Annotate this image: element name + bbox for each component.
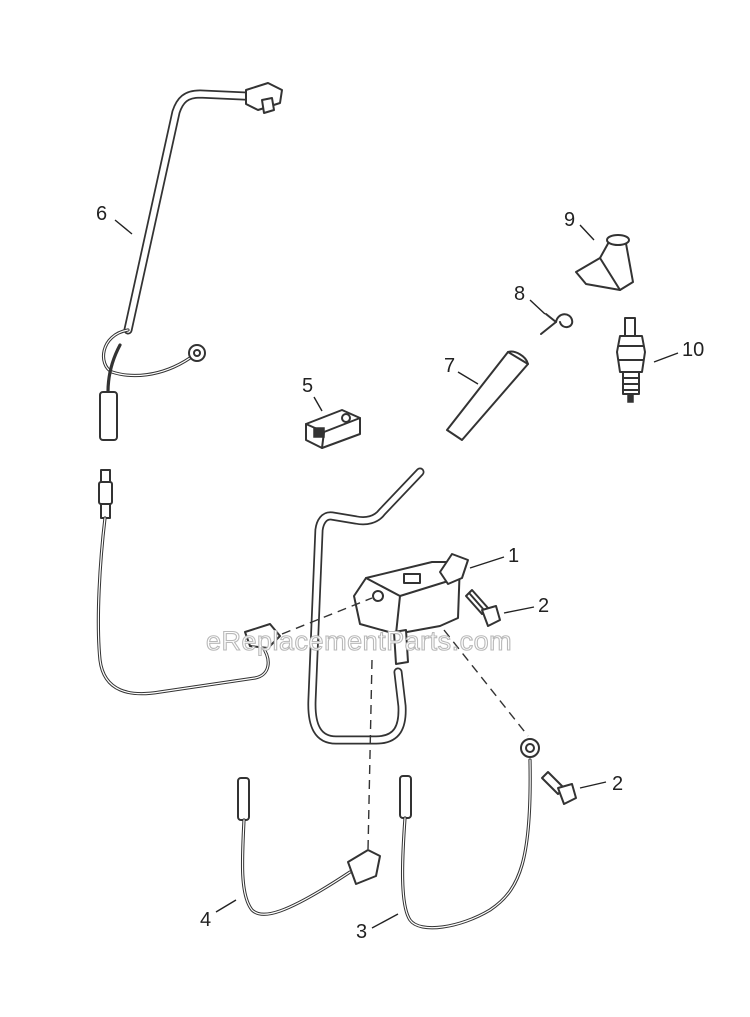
leader-lines xyxy=(114,219,679,929)
callout-7: 7 xyxy=(444,355,455,377)
assembly-line-lead-3 xyxy=(443,629,529,737)
callout-4: 4 xyxy=(200,909,211,931)
callout-6: 6 xyxy=(96,203,107,225)
watermark: eReplacementParts.com xyxy=(206,626,512,656)
part-5-block xyxy=(305,409,361,449)
callout-8: 8 xyxy=(514,283,525,305)
part-8-spring xyxy=(540,313,574,335)
callout-5: 5 xyxy=(302,375,313,397)
callout-2-lower: 2 xyxy=(612,773,623,795)
part-1-ignition-coil xyxy=(307,467,469,745)
callout-3: 3 xyxy=(356,921,367,943)
assembly-line-lead-4 xyxy=(367,659,373,851)
part-6-wire-harness xyxy=(99,82,283,441)
callout-10: 10 xyxy=(682,339,704,361)
callout-1: 1 xyxy=(508,545,519,567)
part-10-spark-plug xyxy=(616,317,646,403)
part-4-lead xyxy=(237,777,381,916)
part-7-tube xyxy=(446,350,529,441)
assembly-line-ground xyxy=(281,597,373,635)
ground-wire xyxy=(96,469,281,696)
part-2-screw-upper xyxy=(465,589,501,627)
callout-9: 9 xyxy=(564,209,575,231)
part-9-plug-boot xyxy=(575,234,634,291)
callout-2-upper: 2 xyxy=(538,595,549,617)
part-3-lead xyxy=(399,738,540,930)
part-2-screw-lower xyxy=(541,771,577,805)
